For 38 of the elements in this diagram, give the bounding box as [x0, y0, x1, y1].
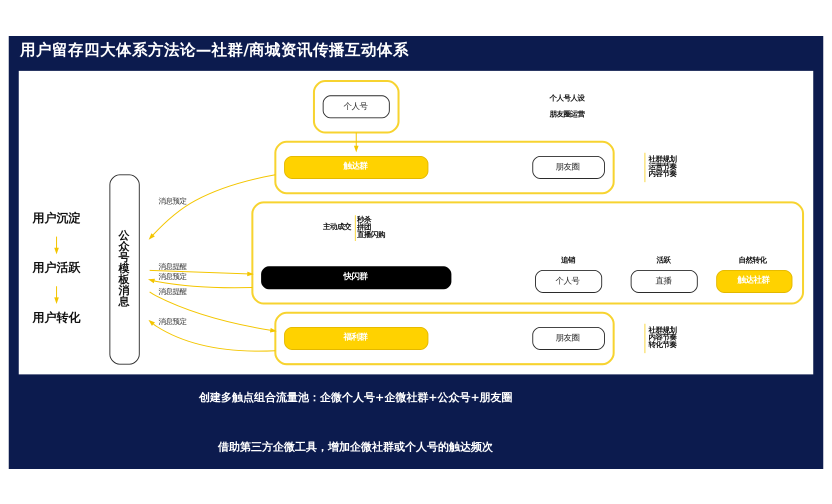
node-label: 主动成交: [323, 221, 352, 230]
diagram-title: 用户留存四大体系方法论—社群/商城资讯传播互动体系: [20, 40, 410, 58]
arrow: [148, 319, 276, 352]
node-text: 用户转化: [32, 310, 81, 324]
cluster: [274, 140, 615, 194]
arrow: [148, 174, 276, 240]
arrow: [149, 291, 277, 332]
node-label: 朋友圈运营: [549, 108, 584, 118]
node-label: 内容节奏: [648, 168, 677, 178]
cluster: [18, 70, 814, 374]
node-label: 社群规划: [648, 154, 677, 163]
node-label: 直播闪购: [357, 229, 386, 238]
edge-label: 消息预定: [158, 196, 186, 206]
arrow: [54, 236, 59, 254]
node-label: 秒杀: [357, 214, 372, 224]
node-text: 用户活跃: [32, 260, 81, 274]
arrow: [354, 132, 359, 152]
arrow: [150, 269, 254, 276]
cluster: [251, 200, 804, 304]
node-text: 用户沉淀: [32, 210, 81, 225]
label: 借助第三方企微工具，增加企微社群或个人号的触达频次: [218, 440, 493, 454]
node-label: 运营节奏: [648, 161, 677, 170]
arrow: [148, 278, 252, 288]
node-label: 转化节奏: [648, 340, 677, 349]
node-label: 内容节奏: [648, 332, 677, 342]
node-label: 社群规划: [648, 324, 677, 334]
edge-label: 消息预定: [158, 316, 186, 326]
node-label: 追销: [560, 255, 575, 264]
arrow: [54, 286, 59, 304]
edge-label: 消息预定: [158, 272, 186, 281]
cluster: [274, 311, 615, 365]
edge-label: 消息提醒: [158, 261, 186, 270]
label: 创建多触点组合流量池：企微个人号+企微社群+公众号+朋友圈: [199, 390, 513, 404]
node-label: 自然转化: [738, 255, 767, 264]
cluster: [312, 80, 400, 134]
node-label: 活跃: [656, 255, 670, 264]
edge-label: 消息提醒: [158, 286, 186, 296]
node-label: 个人号人设: [549, 93, 584, 102]
